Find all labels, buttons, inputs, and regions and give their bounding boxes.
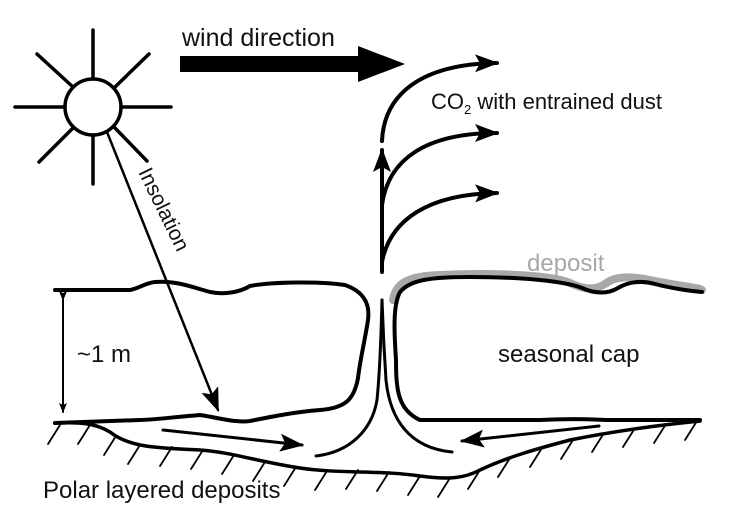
gas-flow-arrow-left [161, 428, 304, 452]
seasonal-cap-label: seasonal cap [498, 341, 639, 368]
polar-layered-deposits-label: Polar layered deposits [43, 477, 280, 504]
gas-flow-arrow-right [460, 424, 601, 448]
plume-arrow-middle [380, 124, 499, 207]
insolation-arrow [105, 130, 220, 412]
jet-flow-left [314, 298, 384, 458]
sun-icon [13, 28, 173, 186]
plume-arrow-top [380, 54, 499, 143]
deposit-label: deposit [527, 250, 605, 277]
wind-arrow-icon [180, 46, 405, 82]
wind-direction-label: wind direction [181, 24, 335, 52]
plume-arrow-bottom [380, 184, 499, 264]
seasonal-cap-right [392, 275, 704, 422]
substrate-surface [53, 419, 702, 480]
insolation-label: Insolation [134, 164, 194, 255]
ground-hatching [47, 420, 698, 498]
seasonal-cap-left [53, 279, 371, 425]
thickness-label: ~1 m [77, 341, 131, 368]
jet-flow-right [380, 298, 454, 454]
plume-arrows [373, 54, 499, 274]
co2-label: CO2 with entrained dust [431, 89, 662, 117]
